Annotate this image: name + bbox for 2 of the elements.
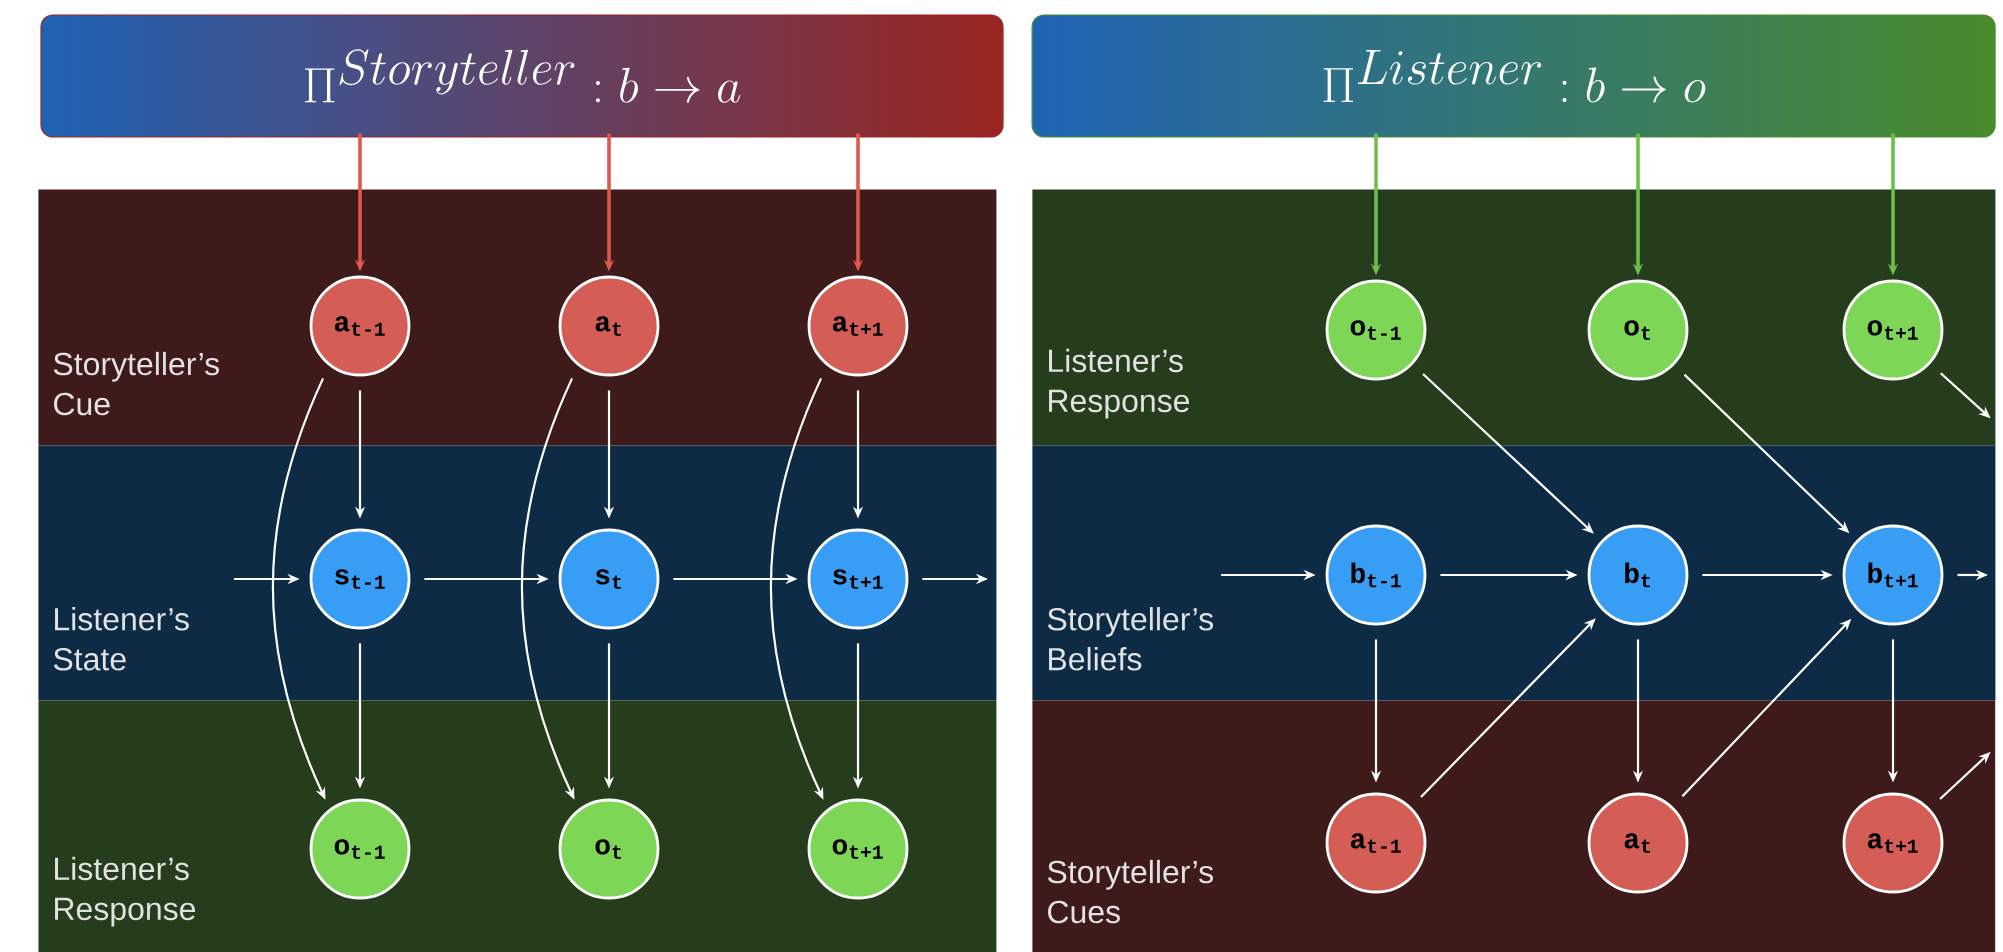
title-bar: $\Pi^{Listener} : b \rightarrow o$ [1031,14,1996,138]
title-bar: $\Pi^{Storyteller} : b \rightarrow a$ [40,14,1004,138]
